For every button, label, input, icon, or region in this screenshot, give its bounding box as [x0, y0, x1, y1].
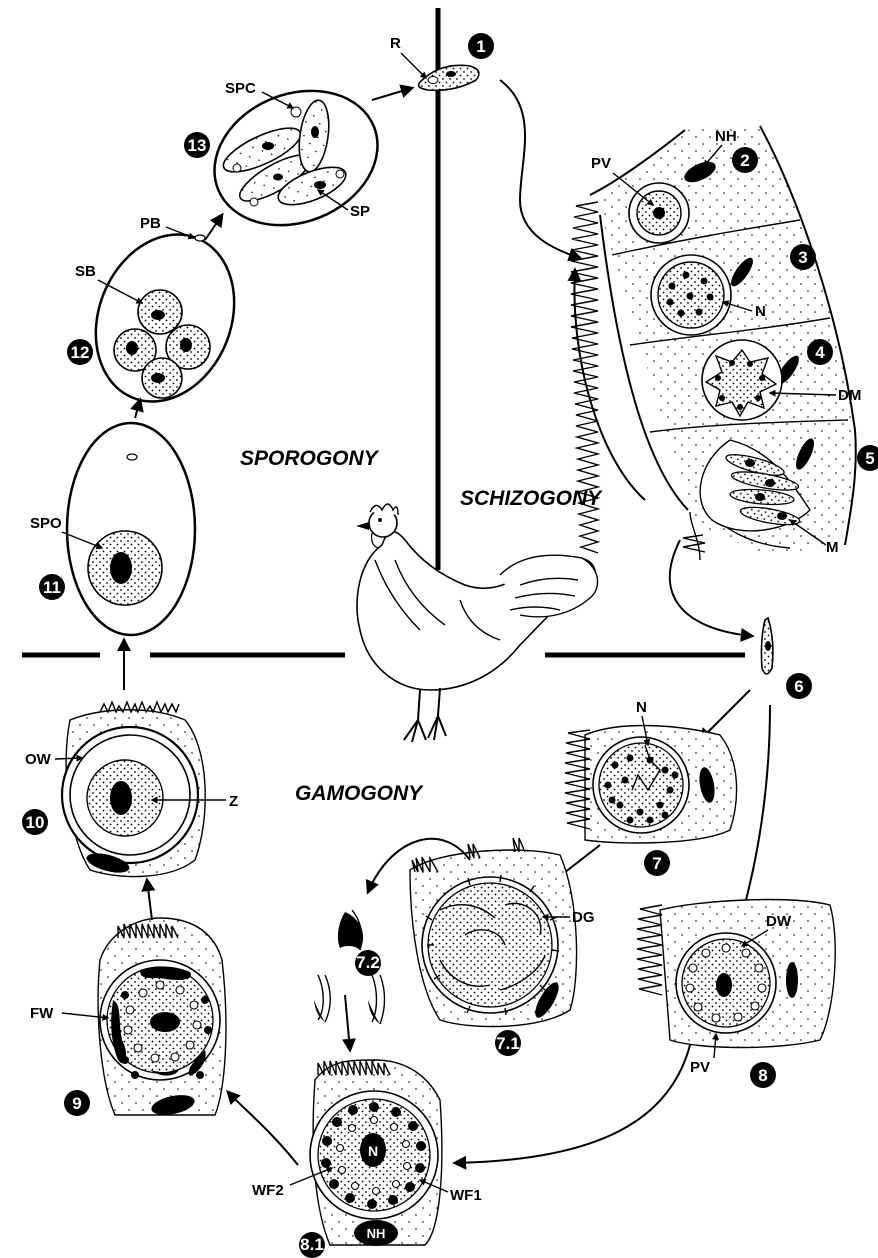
stage-8-number: 8: [758, 1066, 767, 1085]
stage-6-merozoite: [761, 618, 772, 674]
label-z: Z: [229, 793, 238, 810]
phase-sporogony-title: SPOROGONY: [240, 447, 380, 470]
stage-3-number: 3: [798, 248, 807, 267]
stage-7-number: 7: [652, 854, 661, 873]
label-sb: SB: [75, 263, 96, 280]
arrow-8-1-to-9: [228, 1092, 298, 1165]
label-pv-bottom: PV: [690, 1059, 710, 1076]
label-n-top: N: [755, 303, 766, 320]
label-wf1: WF1: [450, 1187, 482, 1204]
arrow-12-to-13: [205, 215, 222, 240]
label-dw: DW: [766, 913, 792, 930]
stage-7-1-number: 7.1: [496, 1034, 520, 1053]
label-pb: PB: [140, 215, 161, 232]
stage-11-unsporulated-oocyst: [67, 423, 195, 635]
arrow-11-to-12: [135, 400, 140, 418]
stage-10-number: 10: [26, 813, 45, 832]
label-spo: SPO: [30, 515, 62, 532]
label-r-pointer: [401, 53, 426, 78]
stage-5-number: 5: [865, 449, 874, 468]
chicken-host-illustration: [356, 504, 598, 742]
label-r: R: [390, 35, 401, 52]
label-nh-top: NH: [715, 128, 737, 145]
stage-6-number: 6: [794, 677, 803, 696]
stage-10-zygote-oocyst: [62, 702, 205, 877]
label-fw: FW: [30, 1005, 54, 1022]
arrow-1-to-epithelium: [500, 80, 580, 258]
label-wf2: WF2: [252, 1182, 284, 1199]
stage-1-number: 1: [476, 37, 485, 56]
stage-2-number: 2: [740, 151, 749, 170]
stage-7-schizont-cell: [565, 726, 737, 843]
stage-12-sporoblast-oocyst: [72, 214, 259, 423]
stage-8-1-nh-label: NH: [367, 1226, 386, 1241]
label-ow: OW: [25, 751, 52, 768]
arrow-7-2-to-8-1: [345, 995, 350, 1050]
label-spc: SPC: [225, 80, 256, 97]
phase-gamogony-title: GAMOGONY: [295, 782, 424, 805]
stage-11-number: 11: [43, 578, 61, 597]
arrow-13-to-1: [372, 88, 412, 100]
label-ow-pointer: [55, 758, 82, 759]
arrow-5-to-6: [670, 540, 752, 636]
label-sp: SP: [350, 203, 370, 220]
label-pv-top: PV: [591, 155, 611, 172]
stage-4-number: 4: [815, 343, 825, 362]
stage-8-macrogamete-cell: [637, 900, 835, 1048]
stage-7-2-number: 7.2: [356, 953, 380, 972]
label-n-bottom: N: [636, 699, 647, 716]
stage-13-number: 13: [188, 136, 207, 155]
stage-8-1-number: 8.1: [300, 1235, 324, 1254]
label-m: M: [826, 539, 839, 556]
stage-8-1-nucleus-label: N: [368, 1143, 378, 1159]
stage-1-sporozoite: [419, 65, 479, 90]
stage-7-1-cell: [410, 838, 577, 1027]
label-dg: DG: [572, 909, 595, 926]
stage-9-macrogamete-wall: [98, 918, 226, 1118]
arrow-6-to-8: [742, 705, 770, 915]
stage-9-number: 9: [72, 1094, 81, 1113]
arrow-8-to-8-1: [455, 1045, 690, 1163]
arrow-9-to-10: [147, 880, 152, 920]
label-dm: DM: [838, 387, 861, 404]
stage-8-1-macrogamete: N NH: [310, 1060, 442, 1246]
stage-12-number: 12: [71, 343, 90, 362]
